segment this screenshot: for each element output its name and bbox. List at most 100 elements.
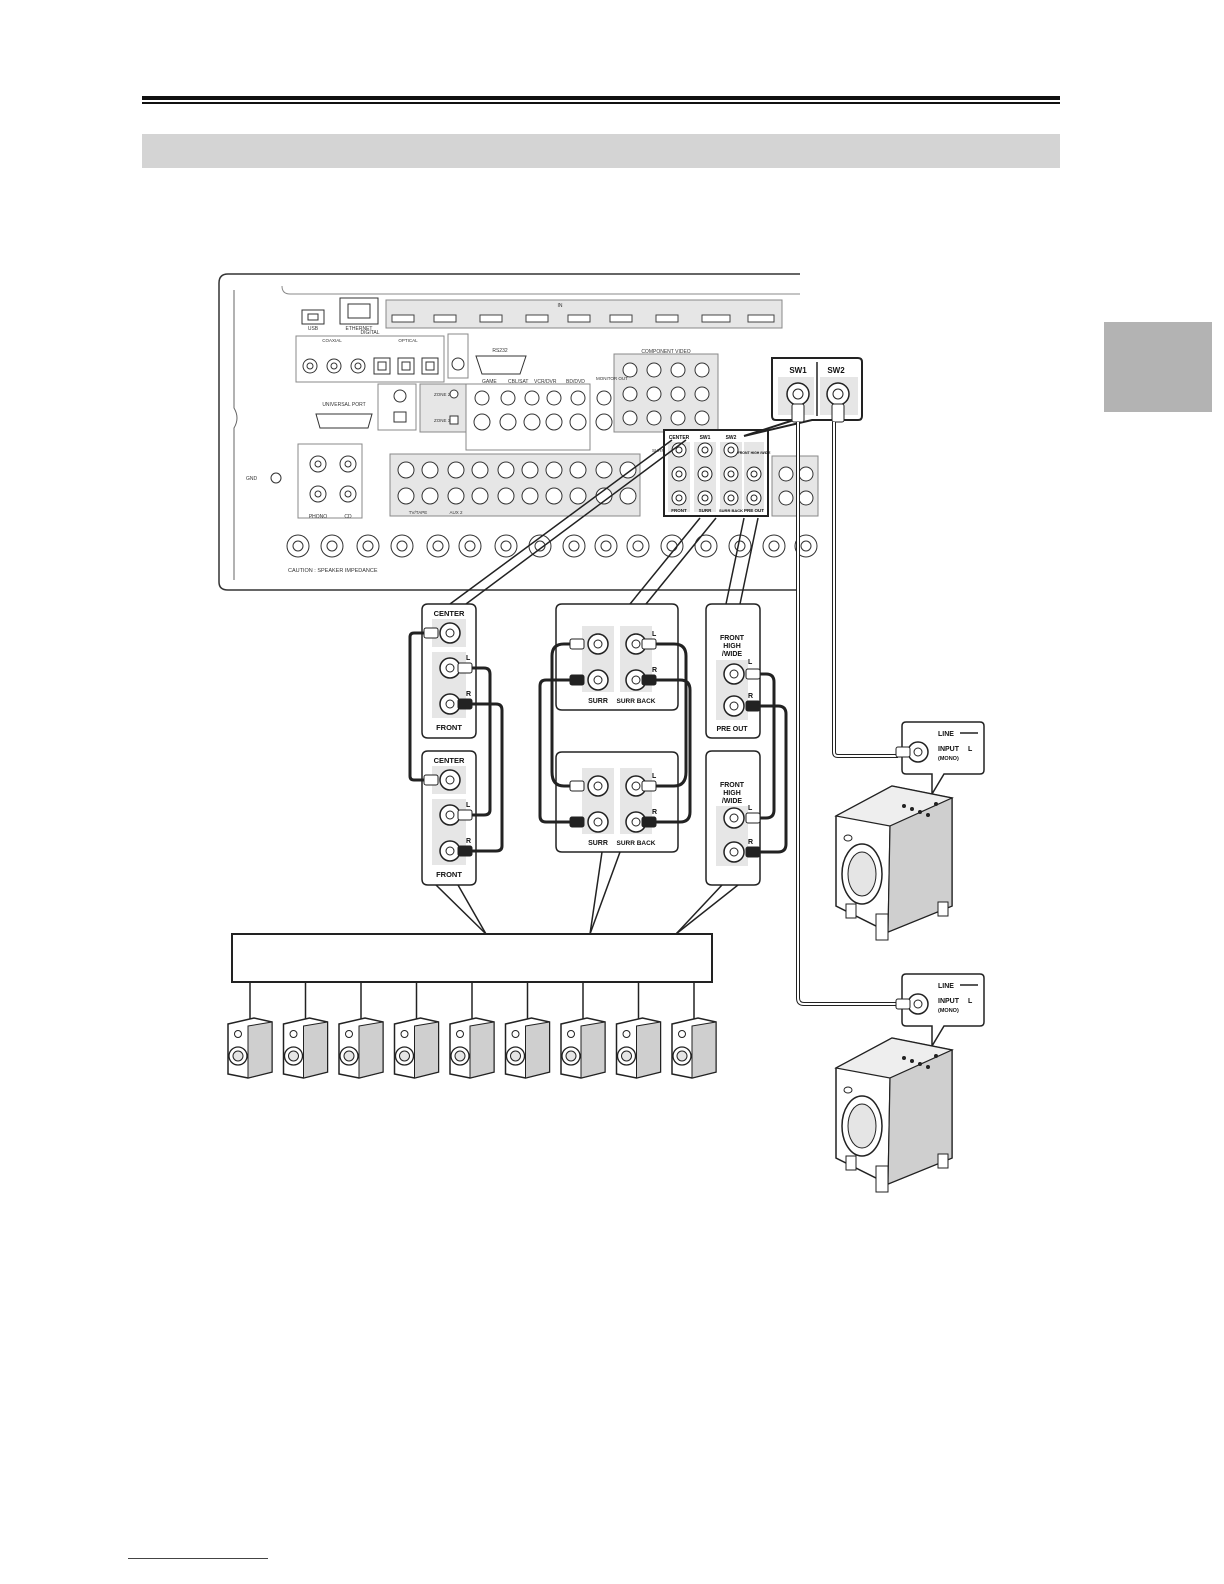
chapter-side-tab[interactable]	[1104, 322, 1212, 412]
speaker	[393, 982, 440, 1079]
speaker	[227, 982, 273, 1079]
power-amplifier-box	[231, 933, 713, 983]
receiver-preout-jacks	[671, 442, 762, 506]
video-input-group	[465, 383, 591, 451]
center-front-panel-lower: CENTER L R FRONT	[421, 750, 477, 886]
footer-link-underline[interactable]	[128, 1558, 268, 1559]
component-video-label: COMPONENT VIDEO	[641, 349, 690, 355]
subwoofer-2	[834, 1037, 954, 1193]
subwoofer-input-callout-2: LINE INPUT L (MONO)	[895, 973, 985, 1049]
front-high-panel-lower: FRONT HIGH /WIDE L R	[705, 750, 761, 886]
panel-l-label: L	[466, 655, 471, 662]
panel-r-label-2: R	[466, 838, 471, 845]
hdmi-input-strip	[385, 299, 783, 329]
component-jacks	[622, 362, 710, 426]
front-high-panel-upper: FRONT HIGH /WIDE L R PRE OUT	[705, 603, 761, 739]
surr-panel-surr-label-2: SURR	[588, 840, 608, 847]
surr-panel-surrback-label: SURR BACK	[617, 698, 656, 705]
fh-preout-label: PRE OUT	[716, 726, 748, 733]
panel-front-label: FRONT	[436, 723, 462, 732]
phono-label: PHONO	[309, 514, 327, 520]
preout-surrback-label: SURR BACK	[719, 508, 743, 513]
subwoofer-input-callout-1: LINE INPUT L (MONO)	[895, 721, 985, 797]
caution-label: CAUTION : SPEAKER IMPEDANCE	[288, 568, 378, 574]
fh-l-label: L	[748, 659, 753, 666]
sub2-mono-label: (MONO)	[938, 1008, 959, 1014]
speaker	[338, 982, 384, 1079]
surr-cables	[538, 642, 692, 824]
speaker	[449, 982, 495, 1079]
tvtape-label: TV/TAPE	[409, 510, 427, 515]
cblsat-label: CBL/SAT	[508, 379, 528, 385]
panel-front-label-2: FRONT	[436, 870, 462, 879]
preout-center-label: CENTER	[669, 435, 690, 441]
surr-panel-r-label: R	[652, 667, 657, 674]
analog-audio-jacks	[397, 461, 637, 505]
section-heading-band	[142, 134, 1060, 168]
preout-surr-label: SURR	[699, 508, 713, 513]
ground-terminal	[270, 472, 282, 484]
preout-sw1-label: SW1	[700, 435, 711, 441]
fh-line1: FRONT	[720, 635, 745, 642]
aux-label: AUX 2	[449, 510, 463, 515]
panel-center-label: CENTER	[434, 609, 465, 618]
optical-jacks	[373, 357, 439, 375]
gnd-label: GND	[246, 476, 258, 482]
fh-line3: /WIDE	[722, 651, 743, 658]
universal-port-label: UNIVERSAL PORT	[322, 402, 365, 408]
sw-callout: SW1 SW2	[743, 357, 863, 437]
callout-sw2-label: SW2	[827, 366, 845, 375]
sub1-l-label: L	[968, 746, 973, 753]
preout-sw2-label: SW2	[726, 435, 737, 441]
universal-port	[315, 413, 373, 429]
sub2-line-label: LINE	[938, 983, 954, 990]
speaker	[671, 982, 717, 1079]
surr-panel-surr-label: SURR	[588, 698, 608, 705]
header-rule-thin	[142, 102, 1060, 104]
coaxial-label: COAXIAL	[322, 338, 342, 343]
surr-panel-l-label: L	[652, 631, 657, 638]
vcrdvr-label: VCR/DVR	[534, 379, 557, 385]
surr-panel-r-label-2: R	[652, 809, 657, 816]
speaker	[560, 982, 606, 1079]
zone-preout-group	[771, 455, 819, 517]
receiver-rear-panel: IN USB ETHERNET DIGITAL COAXIAL OPTICAL …	[218, 273, 819, 591]
center-front-cables	[408, 631, 504, 853]
fh-line2-2: HIGH	[723, 790, 741, 797]
sub1-line-label: LINE	[938, 731, 954, 738]
speaker-row	[227, 982, 717, 1079]
preout-preout-label: PRE OUT	[744, 508, 764, 513]
surr-panel-upper: L R SURR SURR BACK	[555, 603, 679, 711]
zone2-label: ZONE 2	[434, 392, 451, 397]
phono-cd-jacks	[309, 455, 357, 503]
sub2-input-label: INPUT	[938, 998, 960, 1005]
phono-cd-group	[297, 443, 363, 519]
surr-panel-lower: L R SURR SURR BACK	[555, 751, 679, 853]
preout-front-label: FRONT	[671, 508, 687, 513]
callout-sw1-label: SW1	[789, 366, 807, 375]
fh-r-label-2: R	[748, 839, 753, 846]
fh-r-label: R	[748, 693, 753, 700]
ethernet-label: ETHERNET	[346, 326, 373, 332]
speaker	[615, 982, 662, 1079]
composite-video-jacks	[473, 390, 613, 431]
speaker	[282, 982, 329, 1079]
fh-line2: HIGH	[723, 643, 741, 650]
bddvd-label: BD/DVD	[566, 379, 585, 385]
hdmi-ports	[391, 314, 775, 323]
callout-lines	[449, 439, 759, 605]
optical-label: OPTICAL	[398, 338, 418, 343]
digital-in-group	[295, 335, 445, 383]
rs232-port	[475, 355, 527, 375]
front-high-cables	[760, 672, 788, 854]
panel-l-label-2: L	[466, 802, 471, 809]
speaker	[504, 982, 551, 1079]
panel-r-label: R	[466, 691, 471, 698]
header-rule-thick	[142, 96, 1060, 100]
panel-center-label-2: CENTER	[434, 756, 465, 765]
hdmi-label: IN	[558, 303, 563, 309]
panel-to-amp-lines	[435, 851, 739, 935]
usb-label: USB	[308, 326, 319, 332]
game-label: GAME	[482, 379, 497, 385]
